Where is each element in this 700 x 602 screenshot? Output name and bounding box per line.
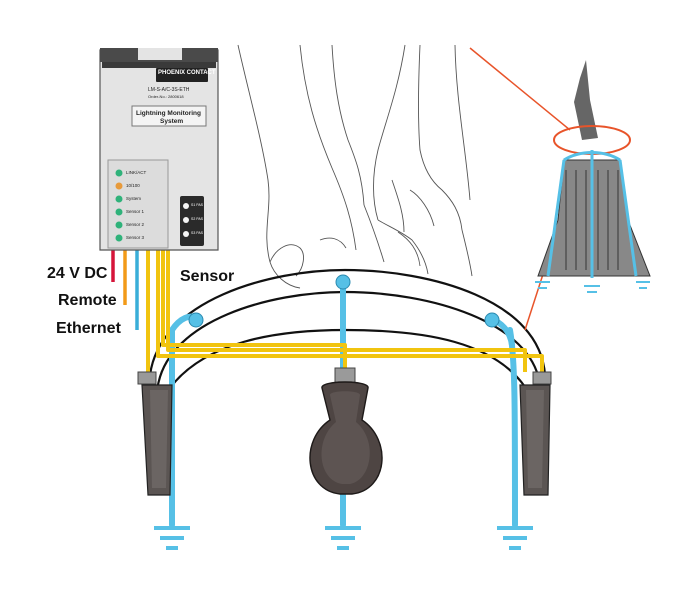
device-title-line2: System [160, 118, 184, 125]
monitoring-device [99, 48, 219, 251]
led-label-speed: 10/100 [126, 183, 140, 188]
label-24vdc: 24 V DC [47, 265, 108, 282]
device-order: Order-No.: 2800618 [148, 94, 184, 99]
label-ethernet: Ethernet [56, 320, 121, 337]
device-title-line1: Lightning Monitoring [136, 110, 201, 117]
terminal-s3: S3 PAS [191, 231, 203, 235]
terminal-s2: S2 PAS [191, 217, 203, 221]
sensor-wires [146, 250, 544, 380]
monument-photo [535, 60, 651, 293]
ground-symbols [154, 526, 533, 550]
led-label-sensor3: Sensor 3 [126, 235, 145, 240]
sensor-middle [309, 367, 383, 495]
terminal-s1: S1 PAS [191, 203, 203, 207]
sensor-left [137, 371, 173, 496]
label-remote: Remote [58, 292, 117, 309]
device-cables [111, 250, 139, 330]
sensor-right [519, 371, 552, 496]
device-model: LM-S-A/C-3S-ETH [148, 87, 190, 93]
led-label-system: System [126, 196, 142, 201]
led-indicators [115, 169, 123, 242]
statue-sketch [237, 44, 473, 289]
led-label-link: LINK/ACT [126, 170, 147, 175]
label-sensor: Sensor [180, 268, 235, 285]
ring-nodes [188, 274, 500, 328]
led-label-sensor1: Sensor 1 [126, 209, 145, 214]
device-brand: PHOENIX CONTACT [158, 70, 216, 76]
led-label-sensor2: Sensor 2 [126, 222, 145, 227]
